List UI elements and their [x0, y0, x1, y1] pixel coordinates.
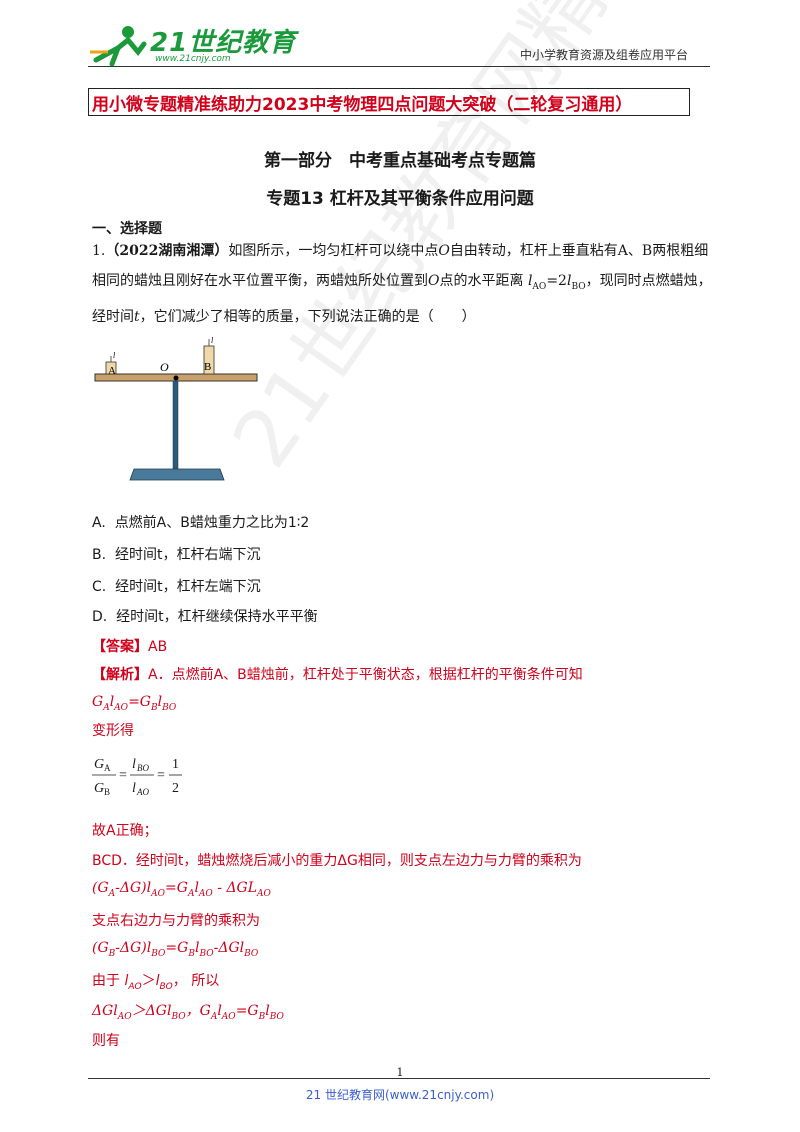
question-part: 自由转动，杠杆上垂直粘有A、B两根粗细相同的蜡烛且刚好在水平位置平衡，两蜡烛所处…	[92, 243, 709, 289]
logo-url: www.21cnjy.com	[155, 54, 231, 64]
label-l: l	[211, 336, 214, 345]
question-part: ，现同时点燃蜡烛，经时间	[92, 273, 712, 325]
equation-2: (GA-ΔG)lAO=GAlAO - ΔGLAO	[92, 880, 271, 899]
footer-text: 21 世纪教育网(www.21cnjy.com)	[305, 1088, 495, 1102]
option-b: B. 经时间t，杠杆右端下沉	[92, 547, 261, 563]
equation-3: (GB-ΔG)lBO=GBlBO-ΔGlBO	[92, 940, 259, 959]
support-post	[172, 380, 179, 470]
symbol-t: t	[134, 308, 140, 325]
question-part: ，它们减少了相等的质量，下列说法正确的是（ ）	[139, 308, 476, 325]
answer: 【答案】AB	[92, 639, 168, 655]
svg-text:=: =	[157, 768, 165, 783]
right-side-text: 支点右边力与力臂的乘积为	[92, 913, 260, 929]
svg-text:A: A	[104, 763, 111, 773]
question-part: 如图所示，一均匀杠杆可以绕中点	[228, 243, 439, 259]
label-l: l	[113, 351, 116, 360]
conclusion-a: 故A正确；	[92, 823, 158, 839]
lever-figure: A B O l l	[94, 336, 258, 481]
page-number: 1	[396, 1066, 404, 1079]
footer-divider	[88, 1078, 710, 1079]
svg-text:l: l	[132, 757, 136, 772]
svg-text:BO: BO	[137, 763, 149, 773]
svg-text:=: =	[119, 768, 127, 783]
section-heading: 一、选择题	[92, 221, 162, 237]
svg-text:G: G	[94, 757, 104, 772]
symbol-l: l	[566, 273, 572, 289]
symbol-l: l	[527, 273, 533, 289]
then-text: 则有	[92, 1033, 120, 1049]
question-part: 点的水平距离	[439, 273, 524, 289]
label-o: O	[160, 360, 169, 374]
option-c: C. 经时间t，杠杆左端下沉	[92, 579, 261, 595]
equation-4: ΔGlAO＞ΔGlBO，GAlAO=GBlBO	[92, 1003, 284, 1022]
question-number: 1.	[92, 243, 106, 259]
part-title: 第一部分 中考重点基础考点专题篇	[264, 151, 536, 171]
option-d: D. 经时间t，杠杆继续保持水平平衡	[92, 609, 318, 625]
header-divider	[88, 66, 710, 67]
pivot-point	[173, 375, 179, 381]
question-text: 1.（2022湖南湘潭）如图所示，一均匀杠杆可以绕中点O自由转动，杠杆上垂直粘有…	[92, 243, 712, 325]
since-text: 由于 lAO＞lBO， 所以	[92, 973, 220, 992]
label-a: A	[108, 365, 116, 377]
label-b: B	[204, 361, 211, 373]
option-a: A. 点燃前A、B蜡烛重力之比为1∶2	[92, 515, 310, 531]
topic-title: 专题13 杠杆及其平衡条件应用问题	[266, 189, 534, 209]
svg-text:2: 2	[172, 781, 179, 796]
svg-text:B: B	[104, 787, 110, 797]
logo	[88, 22, 288, 68]
equation-1: GAlAO=GBlBO	[92, 694, 177, 713]
svg-text:G: G	[94, 781, 104, 796]
header-platform-text: 中小学教育资源及组卷应用平台	[520, 48, 689, 62]
bcd-analysis: BCD．经时间t，蜡烛燃烧后减小的重力ΔG相同，则支点左边力与力臂的乘积为	[92, 853, 582, 869]
logo-text: 21世纪教育	[150, 28, 297, 58]
analysis-line-1: 【解析】A．点燃前A、B蜡烛前，杠杆处于平衡状态，根据杠杆的平衡条件可知	[92, 667, 583, 683]
svg-text:AO: AO	[136, 787, 149, 797]
base	[129, 468, 225, 481]
title-box	[88, 88, 690, 116]
svg-text:1: 1	[172, 757, 179, 772]
deform-text: 变形得	[92, 723, 134, 739]
document-title: 用小微专题精准练助力2023中考物理四点问题大突破（二轮复习通用）	[92, 95, 633, 115]
point-o: O	[428, 273, 440, 289]
relation: =2	[546, 273, 567, 289]
svg-text:l: l	[132, 781, 136, 796]
question-source: （2022湖南湘潭）	[105, 243, 229, 259]
runner-logo-icon	[90, 26, 147, 67]
point-o: O	[438, 243, 450, 259]
fraction-equation: G A G B = l BO l AO = 1 2	[92, 757, 182, 797]
